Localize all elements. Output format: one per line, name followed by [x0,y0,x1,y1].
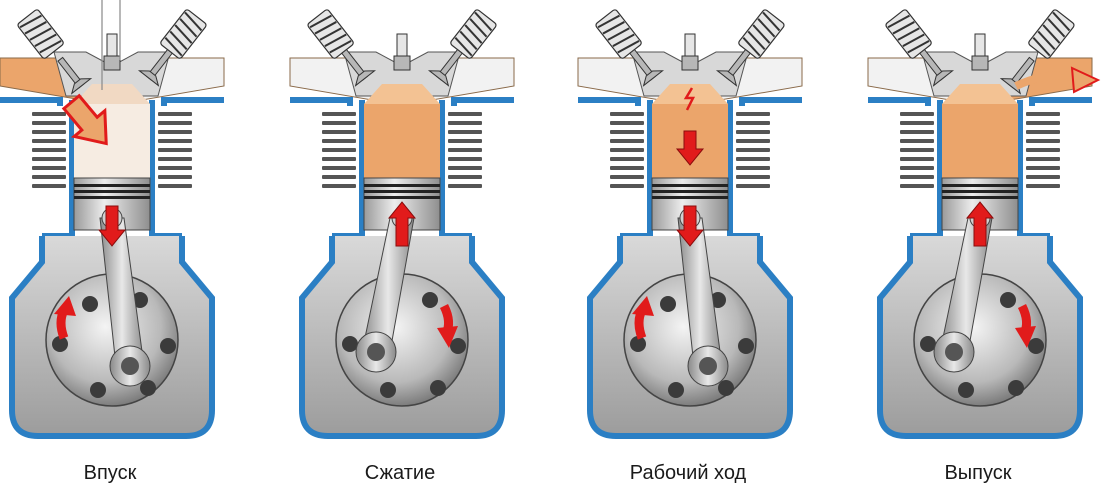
chamber-dome [652,84,728,104]
power-push-arrow [675,130,705,166]
piston-up-arrow [387,201,417,247]
exhaust-valve [427,9,497,87]
crank-hole [160,338,176,354]
crank-rotation-arrow [1015,303,1036,348]
intake-valve [307,9,377,87]
exhaust-valve [137,9,207,87]
crank-hole [450,338,466,354]
crank-hole [958,382,974,398]
crank-hole [630,336,646,352]
intake-flow-arrow [61,93,108,146]
spark-plug-base [393,55,411,71]
exhaust-flow-arrow [1014,66,1101,94]
crank-rotation-arrow [632,296,654,340]
intake-valve [885,9,955,87]
crank-hole [52,336,68,352]
chamber-dome [364,84,440,104]
intake-valve [17,9,93,95]
crank-hole [1000,292,1016,308]
crank-pin [945,343,963,361]
crank-hole [380,382,396,398]
piston-down-arrow [97,205,127,247]
spark-plug-base [103,55,121,71]
crank-hole [668,382,684,398]
spark-plug-base [681,55,699,71]
engine-compression [289,9,515,439]
caption-compression: Сжатие [364,462,436,484]
exhaust-valve [715,9,785,87]
crank-hole [140,380,156,396]
crank-hole [718,380,734,396]
crank-hole [1028,338,1044,354]
engine-strokes-svg [0,0,1101,439]
crank-rotation-arrow [437,303,458,348]
engine-power [577,9,803,439]
caption-exhaust: Выпуск [944,462,1012,484]
caption-intake: Впуск [83,462,137,484]
crank-hole [422,292,438,308]
crank-hole [738,338,754,354]
crank-hole [1008,380,1024,396]
combustion-chamber [942,104,1018,178]
engine-exhaust [867,9,1101,439]
spark-icon [683,87,696,111]
crank-hole [430,380,446,396]
crank-hole [90,382,106,398]
piston-up-arrow [965,201,995,247]
exhaust-valve [999,9,1075,95]
engine-intake [0,0,225,439]
spark-plug-base [971,55,989,71]
crank-hole [920,336,936,352]
crank-pin [367,343,385,361]
intake-valve [595,9,665,87]
crank-hole [660,296,676,312]
crank-hole [82,296,98,312]
piston [651,177,729,231]
crank-hole [342,336,358,352]
crank-pin [699,357,717,375]
crank-pin [121,357,139,375]
crank-rotation-arrow [54,296,76,340]
caption-power: Рабочий ход [629,462,747,484]
piston-down-arrow [675,205,705,247]
chamber-dome [942,84,1018,104]
chamber-dome [74,84,150,104]
combustion-chamber [364,104,440,178]
